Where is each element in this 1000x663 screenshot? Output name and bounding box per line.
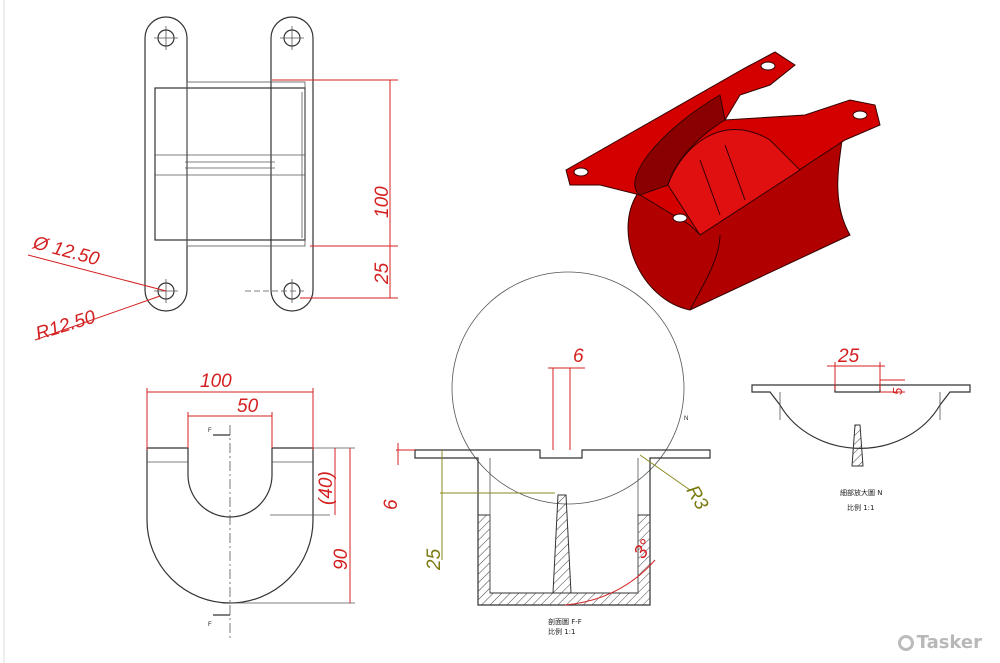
dim-height: 100 bbox=[372, 186, 393, 218]
dim-angle: 3° bbox=[630, 536, 658, 563]
front-view: 100 50 (40) 90 F F bbox=[146, 371, 355, 640]
dim-flange: 6 bbox=[381, 499, 402, 510]
dim-tab: 25 bbox=[372, 262, 393, 285]
hole bbox=[245, 279, 304, 303]
section-caption: 剖面圖 F-F bbox=[548, 617, 582, 626]
dim-width: 100 bbox=[200, 371, 232, 392]
dim-inner: 50 bbox=[237, 396, 259, 417]
section-mark-bottom: F bbox=[208, 622, 212, 628]
dim-detail-width: 25 bbox=[837, 346, 860, 367]
detail-scale: 比例 1:1 bbox=[847, 503, 875, 512]
detail-view: 25 5 細部放大圖 N 比例 1:1 bbox=[751, 346, 971, 512]
hole bbox=[154, 26, 178, 50]
dim-tab-radius: R12.50 bbox=[33, 307, 98, 345]
dim-slot: 6 bbox=[573, 346, 584, 367]
section-mark-top: F bbox=[208, 428, 212, 434]
section-view: N 6 6 25 R3 3° 剖面圖 F-F 比例 1:1 bbox=[381, 271, 712, 636]
top-view: 100 25 Ø 12.50 R12.50 bbox=[27, 16, 398, 345]
detail-caption: 細部放大圖 N bbox=[840, 488, 882, 497]
dim-ref: (40) bbox=[316, 471, 337, 505]
dim-height: 90 bbox=[331, 548, 352, 570]
detail-circle bbox=[451, 271, 685, 505]
dim-depth: 25 bbox=[424, 548, 445, 571]
watermark: Tasker bbox=[897, 632, 982, 653]
iso-view-part bbox=[565, 51, 881, 311]
watermark-text: Tasker bbox=[916, 632, 982, 653]
detail-mark: N bbox=[684, 416, 688, 422]
dim-detail-depth: 5 bbox=[890, 387, 905, 395]
hole bbox=[280, 26, 304, 50]
section-scale: 比例 1:1 bbox=[548, 627, 576, 636]
tasker-logo-icon bbox=[897, 634, 914, 651]
